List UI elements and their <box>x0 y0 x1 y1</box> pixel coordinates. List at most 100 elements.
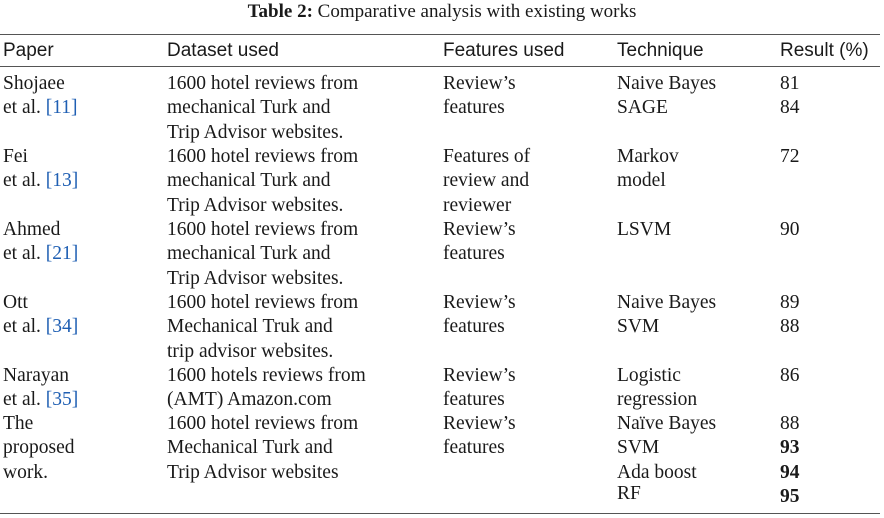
technique-line: Naive Bayes <box>617 73 717 94</box>
header-features: Features used <box>443 40 565 61</box>
technique-line: SVM <box>617 437 660 459</box>
dataset-line: mechanical Turk and <box>167 170 331 192</box>
technique-line: SVM <box>617 316 660 338</box>
technique-line: LSVM <box>617 219 672 240</box>
result-value: 72 <box>780 146 800 167</box>
top-rule <box>0 34 880 35</box>
paper-author: proposed <box>3 437 75 459</box>
result-value: 84 <box>780 97 800 119</box>
features-line: reviewer <box>443 194 512 216</box>
features-line: features <box>443 243 505 265</box>
dataset-line: (AMT) Amazon.com <box>167 389 332 411</box>
header-dataset: Dataset used <box>167 40 279 61</box>
technique-line: Markov <box>617 146 679 167</box>
etal-text: et al. <box>3 316 46 338</box>
paper-cell: Narayan et al. [35] <box>3 364 78 413</box>
dataset-line: Trip Advisor websites. <box>167 121 344 143</box>
dataset-line: 1600 hotel reviews from <box>167 292 359 313</box>
paper-cell: Ahmed et al. [21] <box>3 218 78 267</box>
features-line: Review’s <box>443 413 516 434</box>
citation-link[interactable]: [35] <box>45 389 79 411</box>
dataset-line: mechanical Turk and <box>167 243 331 265</box>
paper-author: Ott <box>3 292 28 313</box>
technique-cell: Naive Bayes SVM <box>617 291 716 340</box>
dataset-line: 1600 hotels reviews from <box>167 365 366 386</box>
table-header: Paper Dataset used Features used Techniq… <box>0 39 884 63</box>
result-value-best: 93 <box>780 437 800 459</box>
technique-line: Ada boost <box>617 461 697 483</box>
technique-line: Logistic <box>617 365 681 386</box>
dataset-line: Mechanical Turk and <box>167 437 333 459</box>
result-cell: 90 <box>780 218 800 242</box>
dataset-line: Trip Advisor websites. <box>167 194 344 216</box>
features-cell: Review’s features <box>443 291 516 340</box>
table-caption: Table 2: Comparative analysis with exist… <box>0 1 884 23</box>
dataset-cell: 1600 hotel reviews from mechanical Turk … <box>167 145 358 218</box>
bottom-rule <box>0 513 880 514</box>
technique-cell: Markov model <box>617 145 679 194</box>
header-result: Result (%) <box>780 40 869 61</box>
result-value: 88 <box>780 316 800 338</box>
citation-link[interactable]: [11] <box>45 97 78 119</box>
features-line: Features of <box>443 146 531 167</box>
features-line: features <box>443 437 505 459</box>
result-value: 88 <box>780 413 800 434</box>
dataset-line: 1600 hotel reviews from <box>167 413 359 434</box>
technique-cell: Naïve Bayes SVM Ada boost RF <box>617 412 716 506</box>
features-line: features <box>443 389 505 411</box>
dataset-line: 1600 hotel reviews from <box>167 219 359 240</box>
paper-author: Shojaee <box>3 73 65 94</box>
technique-line: Naïve Bayes <box>617 413 717 434</box>
result-value: 81 <box>780 73 800 94</box>
technique-cell: LSVM <box>617 218 671 242</box>
paper-cell: Fei et al. [13] <box>3 145 78 194</box>
paper-cell: The proposed work. <box>3 412 75 485</box>
dataset-cell: 1600 hotels reviews from (AMT) Amazon.co… <box>167 364 366 413</box>
dataset-cell: 1600 hotel reviews from Mechanical Turk … <box>167 412 358 485</box>
result-value-best: 94 <box>780 461 800 483</box>
paper-author: The <box>3 413 34 434</box>
technique-line: regression <box>617 389 698 411</box>
citation-link[interactable]: [13] <box>45 170 79 192</box>
dataset-line: mechanical Turk and <box>167 97 331 119</box>
result-value: 90 <box>780 219 800 240</box>
citation-link[interactable]: [21] <box>45 243 79 265</box>
paper-etal: et al. [34] <box>3 315 78 339</box>
paper-author: Ahmed <box>3 219 61 240</box>
result-cell: 88 93 94 95 <box>780 412 800 509</box>
features-cell: Review’s features <box>443 72 516 121</box>
features-line: Review’s <box>443 73 516 94</box>
technique-line: model <box>617 170 666 192</box>
paper-etal: et al. [11] <box>3 96 78 120</box>
result-value-best: 95 <box>780 485 800 507</box>
technique-line: RF <box>617 482 641 504</box>
citation-link[interactable]: [34] <box>45 316 79 338</box>
dataset-line: Mechanical Truk and <box>167 316 333 338</box>
etal-text: et al. <box>3 243 46 265</box>
caption-text: Comparative analysis with existing works <box>317 1 637 22</box>
dataset-line: Trip Advisor websites. <box>167 267 344 289</box>
result-cell: 86 <box>780 364 800 388</box>
etal-text: et al. <box>3 389 46 411</box>
header-rule <box>0 66 880 67</box>
paper-author: Narayan <box>3 365 70 386</box>
paper-etal: et al. [21] <box>3 242 78 266</box>
dataset-line: 1600 hotel reviews from <box>167 146 359 167</box>
features-line: Review’s <box>443 365 516 386</box>
paper-author: Fei <box>3 146 28 167</box>
dataset-cell: 1600 hotel reviews from mechanical Turk … <box>167 218 358 291</box>
features-line: Review’s <box>443 219 516 240</box>
etal-text: et al. <box>3 97 46 119</box>
features-line: features <box>443 97 505 119</box>
features-line: features <box>443 316 505 338</box>
features-cell: Features of review and reviewer <box>443 145 530 218</box>
etal-text: et al. <box>3 170 46 192</box>
features-line: Review’s <box>443 292 516 313</box>
features-cell: Review’s features <box>443 218 516 267</box>
header-technique: Technique <box>617 40 704 61</box>
paper-etal: et al. [35] <box>3 388 78 412</box>
dataset-line: trip advisor websites. <box>167 340 334 362</box>
caption-label: Table 2: <box>247 1 313 22</box>
paper-cell: Ott et al. [34] <box>3 291 78 340</box>
technique-cell: Naive Bayes SAGE <box>617 72 716 121</box>
